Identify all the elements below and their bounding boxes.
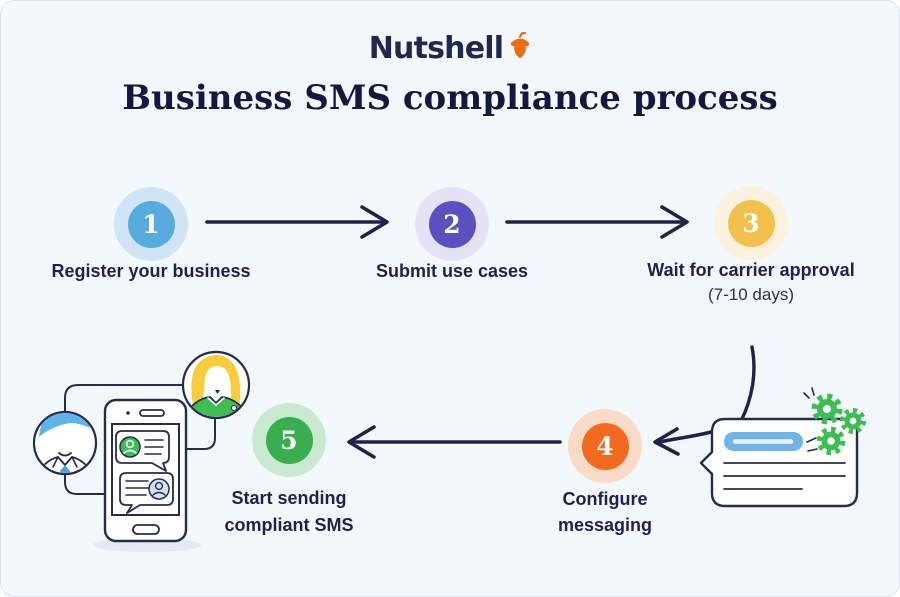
brand-logo: Nutshell [1, 31, 899, 66]
step-3-sublabel: (7-10 days) [708, 285, 794, 304]
avatar-connector-lines [64, 384, 216, 495]
gear-icon-bottom [816, 426, 846, 456]
woman-avatar [181, 350, 251, 420]
step-3: 3 Wait for carrier approval (7-10 days) [647, 186, 855, 304]
gear-icon-right [840, 408, 866, 434]
step-1: 1 Register your business [51, 187, 251, 281]
message-header-bar [724, 432, 803, 451]
message-text-lines [723, 462, 846, 490]
arrow-card-to-step4 [653, 427, 717, 456]
arrow-step4-to-step5 [347, 425, 562, 459]
step-1-badge: 1 [127, 200, 175, 248]
step-3-number: 3 [742, 208, 760, 238]
step-3-badge: 3 [727, 199, 775, 247]
woman-brooch [230, 404, 238, 412]
step-2-halo: 2 [415, 187, 489, 261]
phone-home-button [132, 524, 160, 535]
step-3-label: Wait for carrier approval [647, 260, 855, 280]
woman-hair [191, 355, 241, 405]
step-1-label: Register your business [51, 261, 251, 281]
receiver-avatar-icon [148, 478, 170, 500]
step-4-badge: 4 [581, 422, 629, 470]
man-shirt [35, 456, 95, 473]
gear-icons [811, 393, 866, 456]
chat-bubble-received [119, 472, 174, 514]
phone-shadow [93, 538, 201, 552]
gear-icon-top [811, 393, 843, 425]
phone-chat-illustration [32, 350, 251, 552]
phone-camera-dot [126, 411, 130, 415]
chat-bubble-sent [115, 430, 170, 472]
step-2-label: Submit use cases [375, 261, 529, 281]
page-title: Business SMS compliance process [122, 78, 778, 118]
step-5-number: 5 [280, 425, 298, 455]
step-4-label: Configure messaging [557, 489, 653, 535]
phone-screen [111, 423, 180, 516]
acorn-icon [510, 32, 530, 59]
arrow-step2-to-step3 [505, 205, 689, 239]
man-avatar [32, 410, 98, 476]
sender-avatar-icon [119, 436, 141, 458]
step-2-badge: 2 [428, 200, 476, 248]
step-2-number: 2 [443, 209, 461, 239]
message-bubble [699, 417, 859, 508]
step-4-number: 4 [596, 431, 614, 461]
step-3-halo: 3 [714, 186, 788, 260]
step-4-halo: 4 [568, 409, 642, 483]
step-1-number: 1 [142, 209, 160, 239]
step-5: 5 Start sending compliant SMS [224, 403, 354, 535]
step-5-label: Start sending compliant SMS [224, 488, 354, 535]
man-tie [60, 465, 70, 473]
message-card-illustration [699, 387, 866, 508]
sparkle-marks [803, 387, 818, 452]
arrow-step1-to-step2 [205, 205, 389, 239]
woman-top [190, 396, 243, 417]
man-hair [39, 413, 90, 437]
step-2: 2 Submit use cases [376, 187, 528, 281]
phone-speaker [139, 409, 165, 417]
step-5-badge: 5 [265, 416, 313, 464]
step-4: 4 Configure messaging [558, 409, 652, 535]
phone-body [103, 398, 188, 543]
step-5-halo: 5 [252, 403, 326, 477]
step-1-halo: 1 [114, 187, 188, 261]
line-step3-to-card [739, 345, 756, 423]
brand-name: Nutshell [368, 31, 504, 66]
